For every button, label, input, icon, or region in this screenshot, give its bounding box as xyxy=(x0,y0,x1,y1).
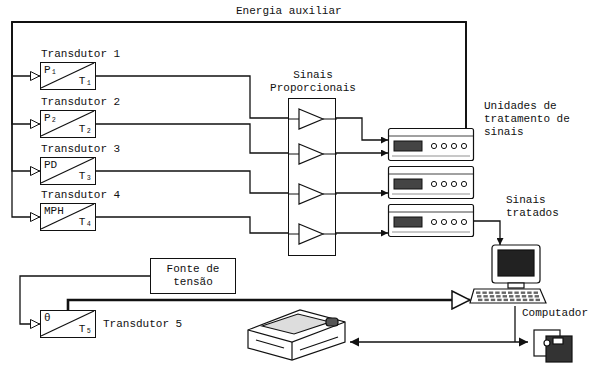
connector-line xyxy=(96,217,288,233)
connector-line xyxy=(68,300,470,310)
transducer-label: Transdutor 2 xyxy=(41,96,120,109)
quantity-symbol: θ xyxy=(44,312,51,325)
transducer-label: Transdutor 5 xyxy=(103,318,182,331)
units-drawing xyxy=(388,128,474,240)
connector xyxy=(12,22,466,171)
printer-illustration xyxy=(248,310,345,360)
diagonal-line xyxy=(41,158,94,183)
connector xyxy=(96,171,288,193)
floppy-disks xyxy=(534,330,572,362)
connector xyxy=(336,118,388,233)
signal-unit-stack: Unidades de tratamento de sinais xyxy=(388,128,474,240)
quantity-symbol: T₁ xyxy=(79,75,92,88)
quantity-symbol: T₄ xyxy=(79,216,92,229)
box-label: Fonte de tensão xyxy=(157,263,229,289)
connector xyxy=(96,124,288,153)
transducer-label: Transdutor 4 xyxy=(41,189,120,202)
peripheral-wires xyxy=(350,306,528,342)
diagonal-line xyxy=(41,311,94,336)
node-label: Sinais Proporcionais xyxy=(263,69,363,95)
transducer-label: Transdutor 1 xyxy=(41,48,120,61)
connector-line xyxy=(336,192,388,193)
connector-line xyxy=(96,171,288,193)
connector xyxy=(96,217,288,233)
quantity-symbol: T₅ xyxy=(79,323,92,336)
signal-label: Energia auxiliar xyxy=(236,5,342,18)
connector xyxy=(12,22,466,217)
connector xyxy=(96,76,288,118)
quantity-symbol: PD xyxy=(44,159,57,172)
diagonal-line xyxy=(41,63,94,88)
quantity-symbol: P₂ xyxy=(44,112,57,125)
amplifier-block: Sinais Proporcionais xyxy=(288,98,336,256)
transducer-box: Transdutor 5θT₅ xyxy=(40,310,96,338)
computer-node: Computador xyxy=(470,245,560,317)
quantity-symbol: MPH xyxy=(44,205,64,218)
connector-line xyxy=(336,118,388,140)
connector-label: Sinais tratados xyxy=(506,194,576,220)
node-label: Unidades de tratamento de sinais xyxy=(484,100,584,139)
amplifier-symbol xyxy=(289,109,337,129)
connector xyxy=(474,221,500,245)
transducer-label: Transdutor 3 xyxy=(41,143,120,156)
amp-drawing xyxy=(289,99,335,255)
quantity-symbol: T₃ xyxy=(79,170,92,183)
computer-illustration xyxy=(470,245,546,303)
amplifier-symbol xyxy=(289,184,337,204)
signal-unit-device xyxy=(388,205,474,237)
transducer-box: Transdutor 1P₁T₁ xyxy=(40,62,96,90)
diagonal-line xyxy=(41,204,94,229)
quantity-symbol: T₂ xyxy=(79,123,92,136)
node-label: Computador xyxy=(522,307,588,320)
quantity-symbol: P₁ xyxy=(44,64,57,77)
signal-unit-device xyxy=(388,167,474,199)
pc-drawing xyxy=(470,245,560,317)
amplifier-symbol xyxy=(289,224,337,244)
connector-line xyxy=(12,22,466,171)
signal-unit-device xyxy=(388,129,474,161)
connector-line xyxy=(96,76,288,118)
connector-line xyxy=(336,152,388,153)
process-box: Fonte de tensão xyxy=(150,258,236,294)
connector xyxy=(68,300,470,310)
amplifier-symbol xyxy=(289,144,337,164)
connector-line xyxy=(12,22,466,217)
transducer-box: Transdutor 2P₂T₂ xyxy=(40,110,96,138)
transducer-box: Transdutor 4MPHT₄ xyxy=(40,203,96,231)
connector-line xyxy=(474,221,500,245)
transducer-box: Transdutor 3PDT₃ xyxy=(40,157,96,185)
connector-line xyxy=(96,124,288,153)
connector-line xyxy=(336,232,388,233)
diagonal-line xyxy=(41,111,94,136)
